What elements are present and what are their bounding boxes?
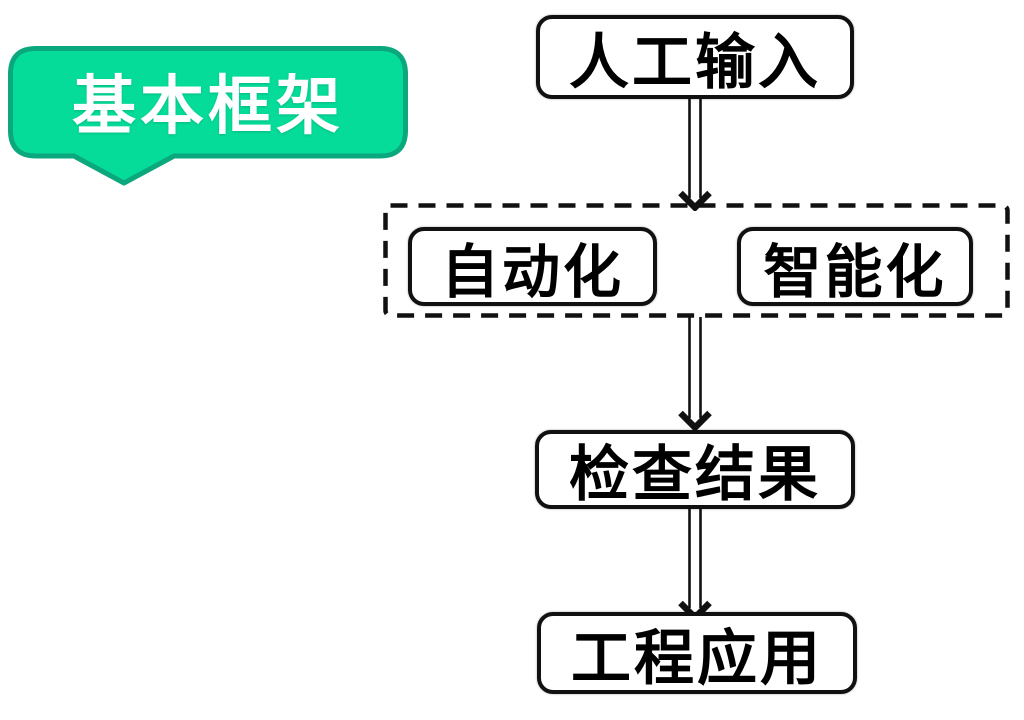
node-engineering-application: 工程应用 bbox=[537, 612, 857, 694]
arrow-down-icon bbox=[678, 507, 712, 621]
badge-label: 基本框架 bbox=[72, 70, 344, 142]
badge-bubble-path bbox=[8, 46, 408, 186]
node-automation: 自动化 bbox=[408, 227, 657, 306]
node-manual-input: 人工输入 bbox=[536, 15, 854, 99]
badge-basic-framework bbox=[8, 46, 408, 186]
node-check-results: 检查结果 bbox=[535, 430, 855, 509]
badge-bubble-shape bbox=[8, 46, 408, 186]
arrow-down-icon bbox=[678, 97, 712, 211]
arrow-down-icon bbox=[678, 317, 712, 431]
node-intelligent: 智能化 bbox=[737, 227, 973, 306]
